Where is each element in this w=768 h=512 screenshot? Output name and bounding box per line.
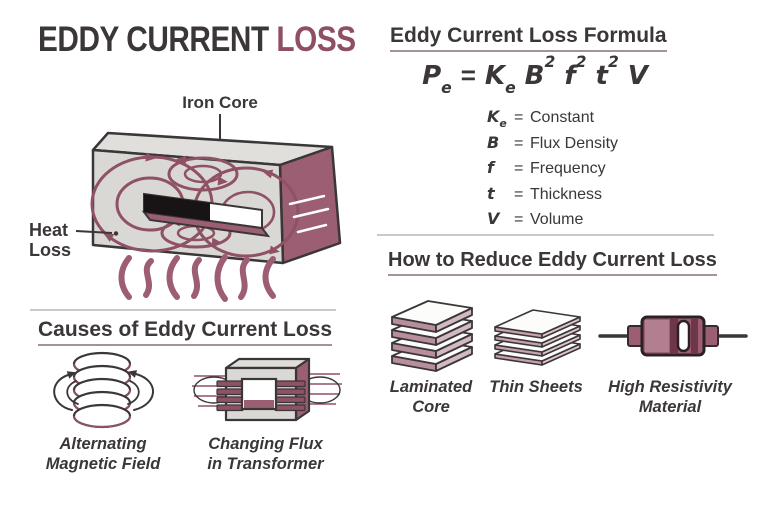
coil-icon bbox=[53, 351, 154, 429]
caption-alternating-magnetic-field: Alternating Magnetic Field bbox=[45, 435, 161, 474]
eddy-current-loss-formula: Pe = Ke B2 f2 t2 V bbox=[422, 53, 648, 97]
page-title: EDDY CURRENT LOSS bbox=[38, 20, 356, 60]
formula-term-ke: Ke bbox=[484, 61, 516, 97]
definition-row-v: V = Volume bbox=[487, 209, 584, 228]
thin-sheets-icon bbox=[494, 309, 581, 366]
formula-term-b2: B2 bbox=[524, 53, 556, 91]
iron-core-illustration bbox=[75, 114, 342, 302]
causes-heading: Causes of Eddy Current Loss bbox=[30, 318, 340, 346]
formula-term-pe: Pe bbox=[422, 61, 452, 97]
page-title-accent: LOSS bbox=[276, 20, 356, 59]
formula-heading: Eddy Current Loss Formula bbox=[390, 24, 667, 52]
formula-definitions: Ke = Constant B = Flux Density f = Frequ… bbox=[487, 107, 707, 229]
right-divider bbox=[377, 234, 714, 236]
iron-core-label: Iron Core bbox=[182, 93, 258, 112]
caption-laminated-core: Laminated Core bbox=[389, 378, 473, 417]
left-divider bbox=[30, 309, 336, 311]
definition-row-t: t = Thickness bbox=[487, 183, 603, 203]
heat-waves-icon bbox=[118, 254, 276, 302]
caption-changing-flux: Changing Flux in Transformer bbox=[207, 435, 324, 474]
resistor-icon bbox=[598, 315, 748, 357]
formula-term-f2: f2 bbox=[564, 53, 587, 91]
definition-row-b: B = Flux Density bbox=[487, 132, 619, 152]
transformer-icon bbox=[192, 357, 342, 422]
caption-thin-sheets: Thin Sheets bbox=[489, 378, 583, 396]
formula-term-t2: t2 bbox=[595, 53, 619, 91]
heat-loss-label: Heat Loss bbox=[29, 220, 72, 261]
definition-row-ke: Ke = Constant bbox=[487, 107, 595, 131]
caption-high-resistivity: High Resistivity Material bbox=[608, 378, 732, 417]
formula-term-v: V bbox=[627, 61, 648, 91]
definition-row-f: f = Frequency bbox=[487, 158, 606, 177]
laminated-core-icon bbox=[391, 300, 473, 372]
reduce-heading: How to Reduce Eddy Current Loss bbox=[388, 249, 717, 276]
page-title-prefix: EDDY CURRENT bbox=[38, 20, 269, 59]
